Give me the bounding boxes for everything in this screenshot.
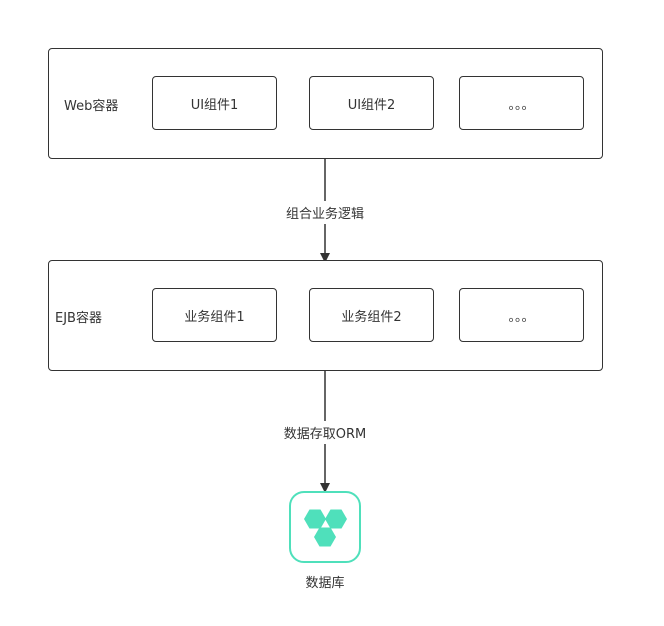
edge-label-business-logic: 组合业务逻辑 [283, 201, 367, 224]
ejb-container-label: EJB容器 [55, 311, 102, 326]
business-component-2: 业务组件2 [309, 288, 434, 342]
hexagon-top-left [304, 509, 326, 529]
database-label: 数据库 [305, 576, 345, 591]
ui-component-1: UI组件1 [152, 76, 277, 130]
business-component-more: 。。。 [459, 288, 584, 342]
hexagon-top-right [325, 509, 347, 529]
edge-label-data-access: 数据存取ORM [281, 421, 369, 444]
business-component-1: 业务组件1 [152, 288, 277, 342]
ui-component-more: 。。。 [459, 76, 584, 130]
ui-component-2: UI组件2 [309, 76, 434, 130]
web-container-label: Web容器 [64, 99, 119, 114]
hexagon-bottom [314, 527, 336, 547]
